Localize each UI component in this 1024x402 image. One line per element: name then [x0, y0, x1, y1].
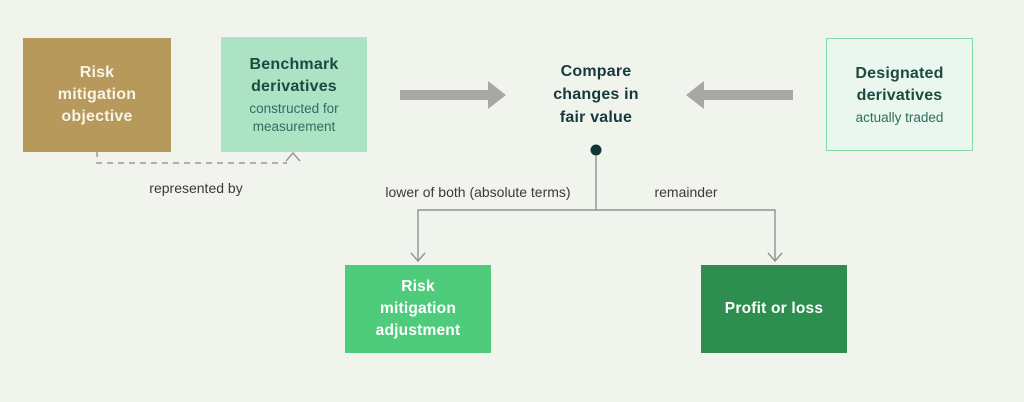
edge-label-remainder: remainder	[654, 184, 718, 200]
edge-label-represented-by: represented by	[149, 180, 243, 196]
branch-arrowhead-left	[410, 252, 426, 263]
node-designated-derivatives: Designated derivatives actually traded	[826, 38, 973, 151]
node-risk-mitigation-adjustment-label: Risk mitigation adjustment	[375, 278, 461, 339]
node-benchmark-derivatives-title: Benchmark derivatives	[249, 55, 339, 95]
arrow-left-icon	[686, 81, 793, 109]
node-designated-derivatives-subtitle: actually traded	[855, 109, 944, 125]
node-designated-derivatives-title: Designated derivatives	[855, 64, 944, 104]
dashed-connector	[96, 151, 287, 164]
arrow-right-icon	[400, 81, 506, 109]
node-profit-or-loss-label: Profit or loss	[724, 300, 824, 317]
dashed-arrowhead-up	[285, 151, 301, 162]
junction-dot	[590, 144, 602, 156]
node-profit-or-loss: Profit or loss	[701, 265, 847, 353]
node-compare-changes-label: Compare changes in fair value	[553, 63, 639, 126]
branch-arrowhead-right	[767, 252, 783, 263]
node-risk-mitigation-adjustment: Risk mitigation adjustment	[345, 265, 491, 353]
node-risk-mitigation-objective: Risk mitigation objective	[23, 38, 171, 152]
node-benchmark-derivatives-subtitle: constructed for measurement	[249, 100, 339, 134]
edge-label-lower-of-both: lower of both (absolute terms)	[385, 184, 571, 200]
node-benchmark-derivatives: Benchmark derivatives constructed for me…	[221, 37, 367, 152]
node-risk-mitigation-objective-label: Risk mitigation objective	[57, 64, 137, 125]
branch-lines	[417, 155, 776, 260]
